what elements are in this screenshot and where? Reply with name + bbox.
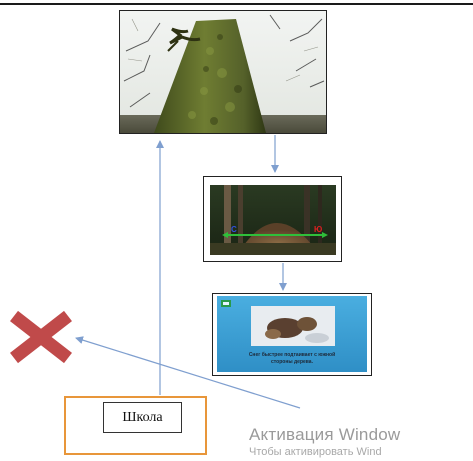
school-label: Школа <box>103 402 182 433</box>
activation-subtitle: Чтобы активировать Wind <box>249 446 382 458</box>
windows-activation-watermark: Активация Window Чтобы активировать Wind <box>249 425 473 459</box>
activation-title: Активация Window <box>249 425 401 444</box>
tree-trunk-photo <box>119 10 327 134</box>
snow-melt-slide: Снег быстрее подтаивает с южной стороны … <box>212 293 372 376</box>
anthill-image: С Ю <box>204 177 341 261</box>
snow-caption-line2: стороны дерева. <box>271 359 314 365</box>
anthill-right-marker: Ю <box>314 225 322 234</box>
top-rule <box>0 3 473 5</box>
anthill-left-marker: С <box>231 225 237 234</box>
snow-melt-image: Снег быстрее подтаивает с южной стороны … <box>213 294 371 375</box>
anthill-photo: С Ю <box>203 176 342 262</box>
tree-trunk-image <box>120 11 326 133</box>
snow-caption-line1: Снег быстрее подтаивает с южной <box>249 351 335 358</box>
x-cross-icon <box>10 310 72 364</box>
